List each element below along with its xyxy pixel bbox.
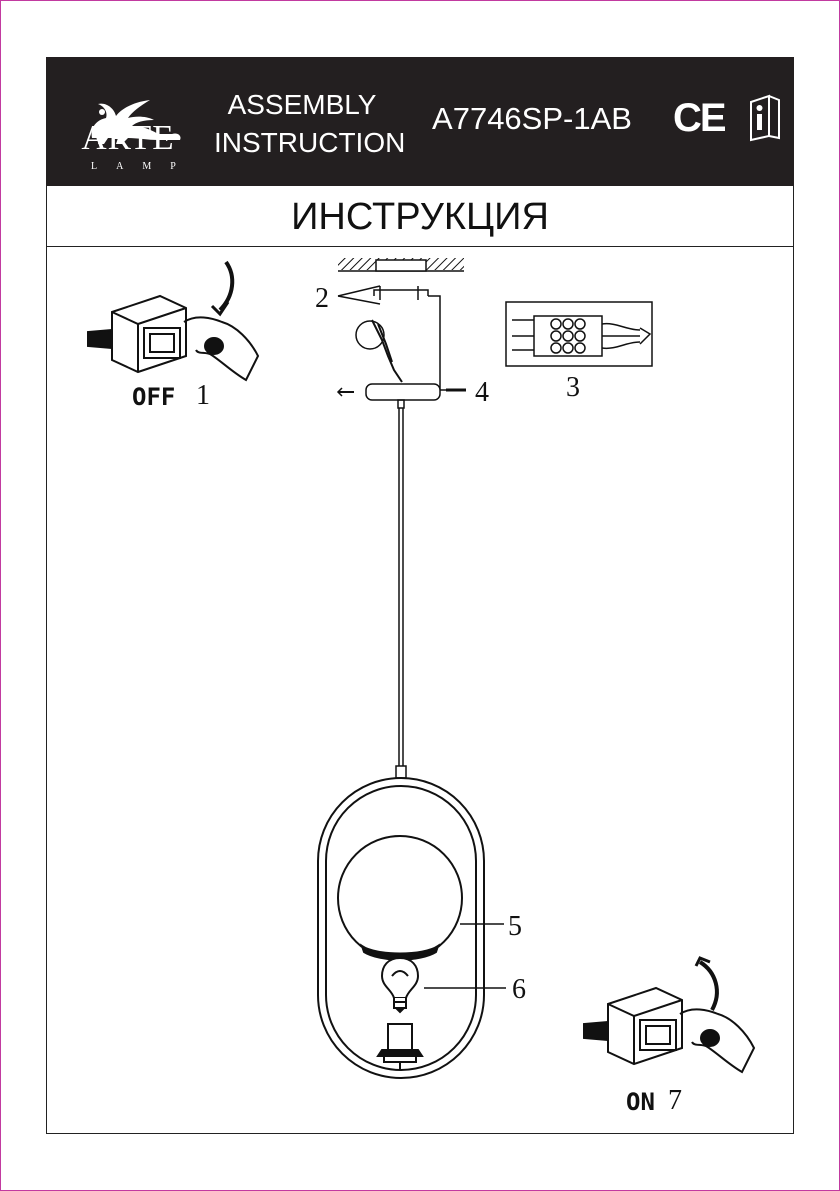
suspension-cable — [395, 408, 407, 779]
step-1-label: 1 — [196, 380, 210, 411]
header-bar — [46, 57, 794, 186]
glass-globe — [337, 835, 504, 961]
assembly-line-1: ASSEMBLY — [227, 89, 377, 120]
ceiling-mount-diagram — [336, 258, 466, 409]
page-title: ИНСТРУКЦИЯ — [46, 188, 794, 247]
manual-info-icon — [750, 94, 780, 142]
model-number: A7746SP-1AB — [432, 101, 632, 136]
brand-name: ARTE — [81, 118, 175, 157]
assembly-instruction-label: ASSEMBLY INSTRUCTION — [214, 86, 406, 162]
step-3-label: 3 — [566, 372, 580, 403]
assembly-line-2: INSTRUCTION — [214, 127, 406, 158]
griffin-logo-icon — [91, 100, 181, 144]
terminal-block-icon — [505, 301, 653, 367]
step-4-label: 4 — [475, 377, 489, 408]
ce-mark-icon: CE — [673, 96, 727, 140]
brand-subtitle: LAMP — [91, 161, 195, 172]
socket-holder — [376, 1023, 424, 1070]
bulb-icon — [380, 956, 506, 1014]
step-5-label: 5 — [508, 911, 522, 942]
step-7-label: 7 — [668, 1085, 682, 1116]
off-label: OFF — [132, 383, 176, 411]
step-2-label: 2 — [315, 283, 329, 314]
on-label: ON — [626, 1088, 655, 1116]
switch-off-icon — [87, 260, 260, 382]
switch-on-icon — [583, 956, 756, 1074]
step-6-label: 6 — [512, 974, 526, 1005]
